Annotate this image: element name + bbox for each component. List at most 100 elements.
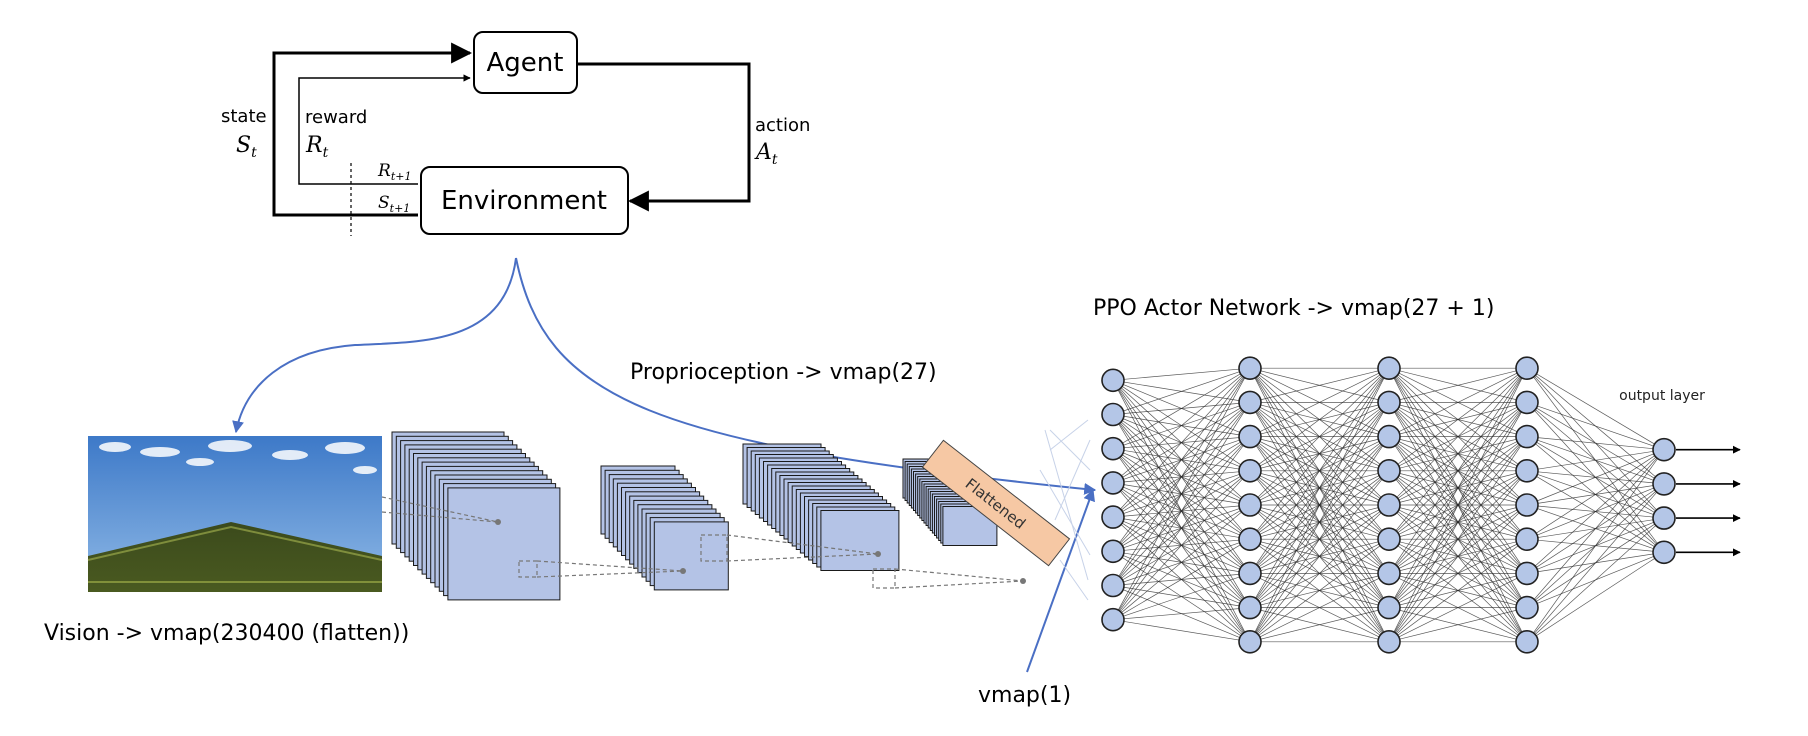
action-label: action [755,115,810,136]
network-node [1377,458,1401,483]
network-edge [1249,367,1390,403]
network-edge [1112,367,1251,518]
output-node [1652,437,1676,462]
network-edge [1388,402,1528,642]
network-node [1515,356,1539,381]
network-edge [1388,573,1528,643]
feature-map [653,521,729,591]
reward-arrow [298,74,471,185]
network-edge [1249,504,1390,643]
network-edge [1249,368,1390,574]
network-edge [1388,367,1528,540]
network-edge [1249,402,1390,642]
network-node [1515,458,1539,483]
environment-label: Environment [441,186,607,216]
network-edge [1112,470,1251,620]
reward-symbol: Rt [305,133,329,161]
network-edge [1526,449,1665,472]
feature-map [820,510,900,571]
network-node [1515,390,1539,415]
network-edge [1249,367,1390,437]
network-edge [1388,368,1528,642]
network-node [1101,539,1125,564]
state-arrow [272,42,473,217]
next-reward-symbol: Rt+1 [377,161,411,183]
network-edge [1526,367,1665,451]
network-edge [1526,402,1665,451]
network-edge [1249,470,1390,643]
network-edge [1249,367,1390,472]
network-edge [1112,368,1251,586]
network-edge [1388,436,1528,642]
network-node [1238,356,1262,381]
network-node [1101,471,1125,495]
network-node [1101,436,1125,461]
network-edge [1112,367,1251,450]
network-edge [1249,538,1390,643]
network-node [1101,607,1125,632]
network-node [1377,390,1401,415]
flatten-connections [1039,419,1091,601]
proprioception-caption: Proprioception -> vmap(27) [630,360,937,385]
ppo-caption: PPO Actor Network -> vmap(27 + 1) [1093,296,1494,321]
network-node [1101,573,1125,598]
network-node [1515,527,1539,552]
network-edge [1388,367,1528,472]
network-node [1377,527,1401,552]
output-layer-caption: output layer [1619,388,1705,404]
network-node [1515,424,1539,449]
network-edge [1112,573,1251,621]
network-node [1238,629,1262,654]
vision-image [87,436,383,592]
action-symbol: At [754,140,778,168]
vision-flow-arrow [232,257,517,434]
network-node [1377,493,1401,517]
network-edge [1388,367,1528,506]
rl-loop: Agent Environment state St reward Rt act… [221,31,810,236]
network-edge [1388,538,1528,643]
network-edge [1388,607,1528,643]
network-edge [1112,436,1251,620]
state-symbol: St [236,133,257,161]
network-node [1515,561,1539,586]
vision-caption: Vision -> vmap(230400 (flatten)) [44,621,409,646]
network-edge [1526,483,1665,643]
network-node [1515,595,1539,620]
network-node [1101,505,1125,529]
network-edge [1388,368,1528,574]
network-edge [1112,619,1251,643]
output-node [1652,540,1676,565]
output-node [1652,506,1676,530]
cnn-feature-maps [381,431,1026,601]
receptive-field-lines [381,496,1024,589]
cnn-stack [391,431,561,601]
action-arrow [577,62,751,212]
network-node [1515,629,1539,654]
network-edge [1526,552,1665,643]
network-edge [1249,436,1390,642]
network-edge [1526,449,1665,574]
network-edge [1388,470,1528,643]
network-edge [1526,449,1665,643]
network-node [1238,424,1262,449]
network-edge [1112,402,1251,620]
network-edges [1112,367,1665,643]
network-edge [1112,368,1251,620]
agent-label: Agent [487,48,564,78]
network-edge [1249,368,1390,642]
network-edge [1388,367,1528,403]
network-node [1101,402,1125,427]
network-node [1101,368,1125,393]
cnn-stack [600,465,729,591]
network-node [1238,561,1262,586]
network-edge [1249,367,1390,506]
network-edge [1112,607,1251,621]
network-edge [1526,449,1665,506]
output-arrows [1676,445,1741,557]
network-node [1238,493,1262,517]
network-edge [1388,504,1528,643]
network-node [1238,390,1262,415]
network-node [1377,561,1401,586]
